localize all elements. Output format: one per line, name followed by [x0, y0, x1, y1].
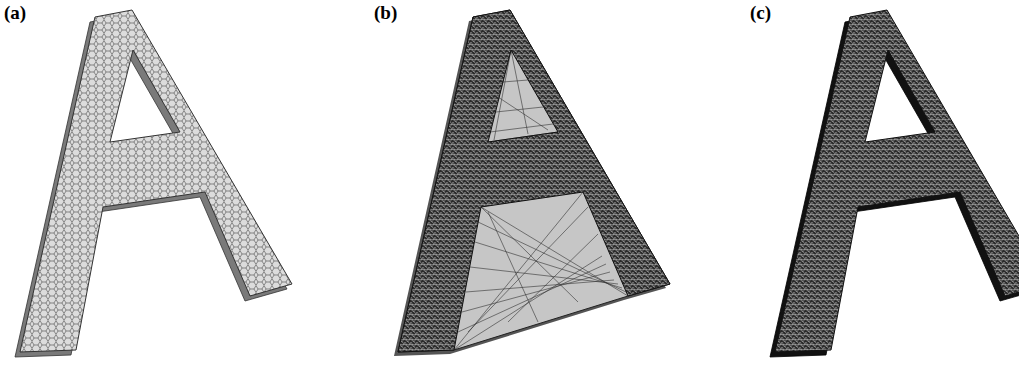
panel-label: (b)	[372, 2, 399, 24]
hull-mesh	[394, 10, 670, 356]
panel-label: (a)	[2, 2, 28, 24]
panel-label: (c)	[748, 2, 773, 24]
polyhedral-mesh	[15, 10, 292, 357]
tetrahedral-mesh	[770, 10, 1019, 357]
